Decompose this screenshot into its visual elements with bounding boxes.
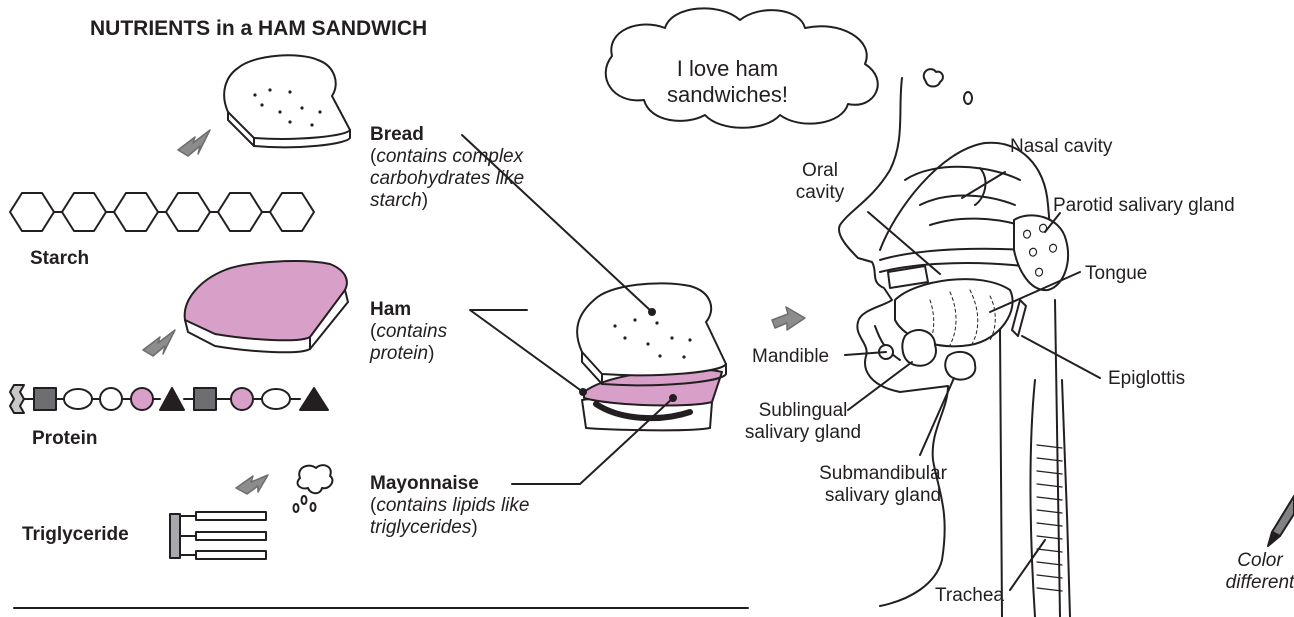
nasal-cavity-label: Nasal cavity (1010, 136, 1112, 158)
bread-slice-icon (224, 55, 350, 147)
ham-leader-line (470, 310, 583, 392)
ham-slab-icon (185, 261, 348, 352)
oral-cavity-label: Oral cavity (785, 160, 855, 204)
ham-description: (contains protein) (370, 321, 460, 365)
bread-desc-text: contains complex carbohydrates like star… (370, 146, 524, 211)
trachea-leader (1010, 540, 1045, 590)
bread-label: Bread (contains complex carbohydrates li… (370, 124, 545, 212)
head-anatomy-drawing (839, 78, 1070, 617)
arrow-icon-bread (178, 130, 210, 156)
epiglottis-label: Epiglottis (1108, 368, 1185, 390)
mayo-name: Mayonnaise (370, 473, 550, 495)
thought-bubble-text: I love ham sandwiches! (660, 56, 795, 108)
epiglottis-leader (1022, 336, 1100, 378)
submandibular-gland-label: Submandibular salivary gland (808, 463, 958, 507)
bread-desc-paren-close: ) (422, 190, 428, 211)
bread-name: Bread (370, 124, 545, 146)
ham-name: Ham (370, 299, 460, 321)
mayo-label: Mayonnaise (contains lipids like triglyc… (370, 473, 550, 539)
bread-description: (contains complex carbohydrates like sta… (370, 146, 545, 212)
color-note: Color different (1205, 550, 1294, 594)
arrow-icon-ham (143, 330, 175, 356)
parotid-gland-label: Parotid salivary gland (1053, 195, 1235, 217)
starch-molecule-icon (10, 193, 314, 231)
ham-label: Ham (contains protein) (370, 299, 460, 365)
triglyceride-molecule-icon (170, 512, 266, 559)
mayonnaise-splat-icon (294, 465, 333, 512)
colored-pencil-icon (1268, 496, 1294, 546)
arrow-icon-mayo (236, 475, 268, 494)
sublingual-gland-label: Sublingual salivary gland (728, 400, 878, 444)
mayo-description: (contains lipids like triglycerides) (370, 495, 550, 539)
mayo-desc-text: contains lipids like triglycerides (370, 495, 529, 538)
protein-molecule-icon (10, 385, 328, 413)
starch-label: Starch (30, 248, 89, 270)
ham-desc-paren-close: ) (428, 343, 434, 364)
page-title: NUTRIENTS in a HAM SANDWICH (90, 18, 427, 40)
arrow-icon-mouth (772, 307, 805, 330)
triglyceride-label: Triglyceride (22, 524, 129, 546)
trachea-label: Trachea (935, 585, 1004, 607)
sandwich-icon (577, 283, 726, 430)
ham-desc-text: contains protein (370, 321, 447, 364)
mayo-desc-paren-close: ) (471, 517, 477, 538)
mandible-label: Mandible (752, 346, 829, 368)
tongue-label: Tongue (1085, 263, 1147, 285)
protein-label: Protein (32, 428, 97, 450)
